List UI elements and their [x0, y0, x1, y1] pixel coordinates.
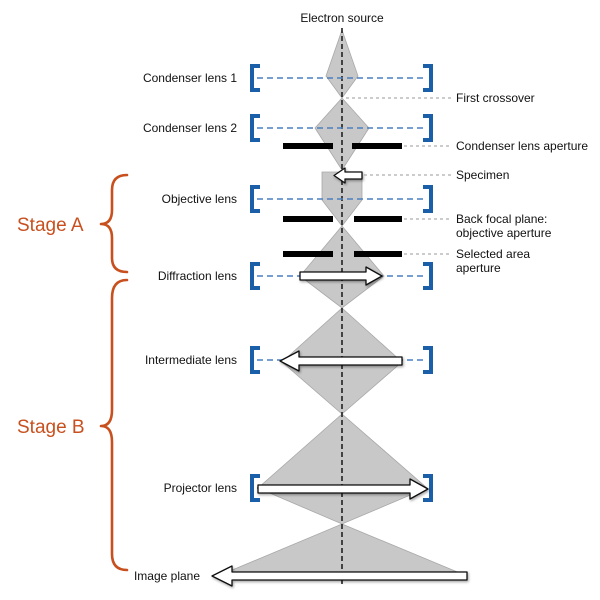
projector-lens-label: Projector lens [164, 481, 237, 495]
stage-b-label: Stage B [17, 417, 85, 438]
objective-aperture-right [354, 216, 402, 222]
objective-aperture-left [283, 216, 333, 222]
intermediate-right-bracket [423, 346, 433, 374]
condenser-aperture-label: Condenser lens aperture [456, 139, 588, 153]
specimen-arrow-icon [333, 167, 363, 184]
diffraction-arrow-icon [299, 266, 383, 286]
image-arrows [211, 167, 468, 587]
diffraction-left-bracket [250, 262, 260, 290]
electron-source-label: Electron source [300, 11, 384, 25]
intermediate-left-bracket [250, 346, 260, 374]
condenser-lens-2-label: Condenser lens 2 [143, 121, 237, 135]
selected-area-label-line2: aperture [456, 261, 501, 275]
projector-right-bracket [423, 474, 433, 502]
objective-lens-label: Objective lens [162, 192, 237, 206]
selected-area-aperture-right [354, 251, 402, 257]
back-focal-plane-label-line1: Back focal plane: [456, 212, 547, 226]
image-plane-arrow-icon [211, 565, 468, 587]
lens-brackets [250, 64, 433, 502]
stage-braces [99, 173, 129, 572]
condenser-1-right-bracket [423, 64, 433, 92]
condenser-aperture-left [283, 143, 333, 149]
objective-right-bracket [423, 185, 433, 213]
condenser-aperture-right [352, 143, 402, 149]
objective-left-bracket [250, 185, 260, 213]
image-plane-label: Image plane [134, 569, 200, 583]
condenser-1-left-bracket [250, 64, 260, 92]
intermediate-lens-label: Intermediate lens [145, 353, 237, 367]
condenser-2-left-bracket [250, 114, 260, 142]
specimen-label: Specimen [456, 168, 509, 182]
projector-arrow-icon [257, 478, 429, 500]
apertures [283, 143, 402, 257]
stage-b-brace [99, 278, 129, 572]
first-crossover-label: First crossover [456, 91, 535, 105]
intermediate-arrow-icon [279, 350, 403, 372]
diffraction-right-bracket [423, 262, 433, 290]
condenser-lens-1-label: Condenser lens 1 [143, 71, 237, 85]
selected-area-label-line1: Selected area [456, 247, 530, 261]
selected-area-aperture-left [283, 251, 333, 257]
condenser-2-right-bracket [423, 114, 433, 142]
back-focal-plane-label-line2: objective aperture [456, 226, 552, 240]
leader-lines [346, 97, 452, 255]
projector-left-bracket [250, 474, 260, 502]
stage-a-brace [99, 173, 129, 274]
stage-a-label: Stage A [17, 215, 84, 236]
diffraction-lens-label: Diffraction lens [158, 269, 237, 283]
